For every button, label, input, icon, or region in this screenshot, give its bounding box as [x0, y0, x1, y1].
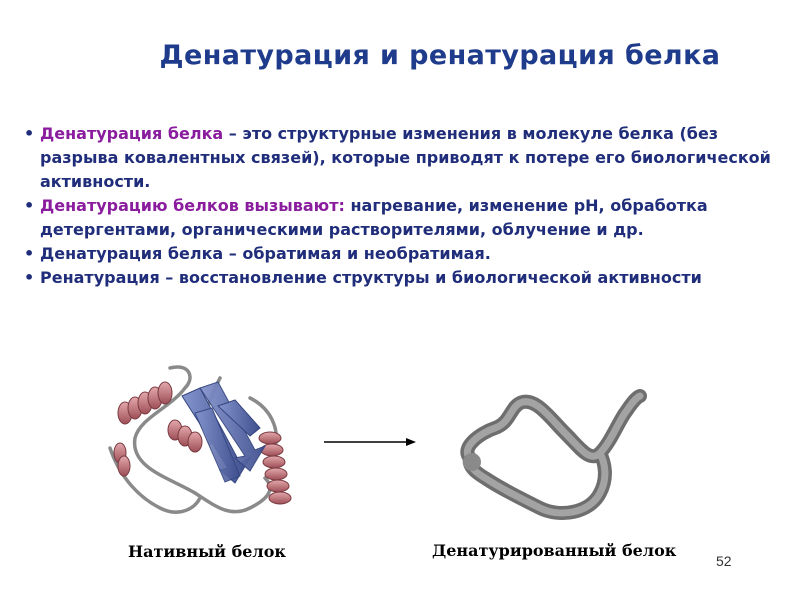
helix-segment	[167, 419, 203, 453]
slide-title: Денатурация и ренатурация белка	[159, 40, 721, 71]
beta-sheet	[181, 381, 267, 484]
denatured-protein-image	[460, 389, 647, 520]
native-protein-caption: Нативный белок	[128, 542, 286, 561]
bullet-item: • Денатурацию белков вызывают: нагревани…	[24, 194, 784, 242]
bullet-term: Денатурация белка	[40, 124, 224, 143]
bullet-dot: •	[24, 196, 35, 215]
bullet-item: • Денатурация белка – это структурные из…	[24, 122, 784, 194]
bullet-list: • Денатурация белка – это структурные из…	[24, 122, 784, 290]
helix-segment	[113, 442, 131, 477]
bullet-term: Денатурацию белков вызывают:	[40, 196, 345, 215]
bullet-item: • Денатурация белка – обратимая и необра…	[24, 242, 784, 266]
bullet-item: • Ренатурация – восстановление структуры…	[24, 266, 784, 290]
bullet-text: нагревание, изменение рН, обработка дете…	[40, 196, 708, 239]
bullet-text: Денатурация белка – обратимая и необрати…	[40, 244, 491, 263]
bullet-dot: •	[24, 268, 35, 287]
slide-number: 52	[716, 553, 732, 569]
native-protein-image	[108, 365, 292, 514]
denatured-protein-caption: Денатурированный белок	[432, 541, 677, 560]
helix-segment	[258, 431, 292, 505]
bullet-text: Ренатурация – восстановление структуры и…	[40, 268, 702, 287]
right-arrow-icon	[324, 438, 416, 446]
bullet-dot: •	[24, 124, 35, 143]
helix-segment	[117, 381, 173, 425]
bullet-dot: •	[24, 244, 35, 263]
bullet-text: – это структурные изменения в молекуле б…	[40, 124, 771, 191]
